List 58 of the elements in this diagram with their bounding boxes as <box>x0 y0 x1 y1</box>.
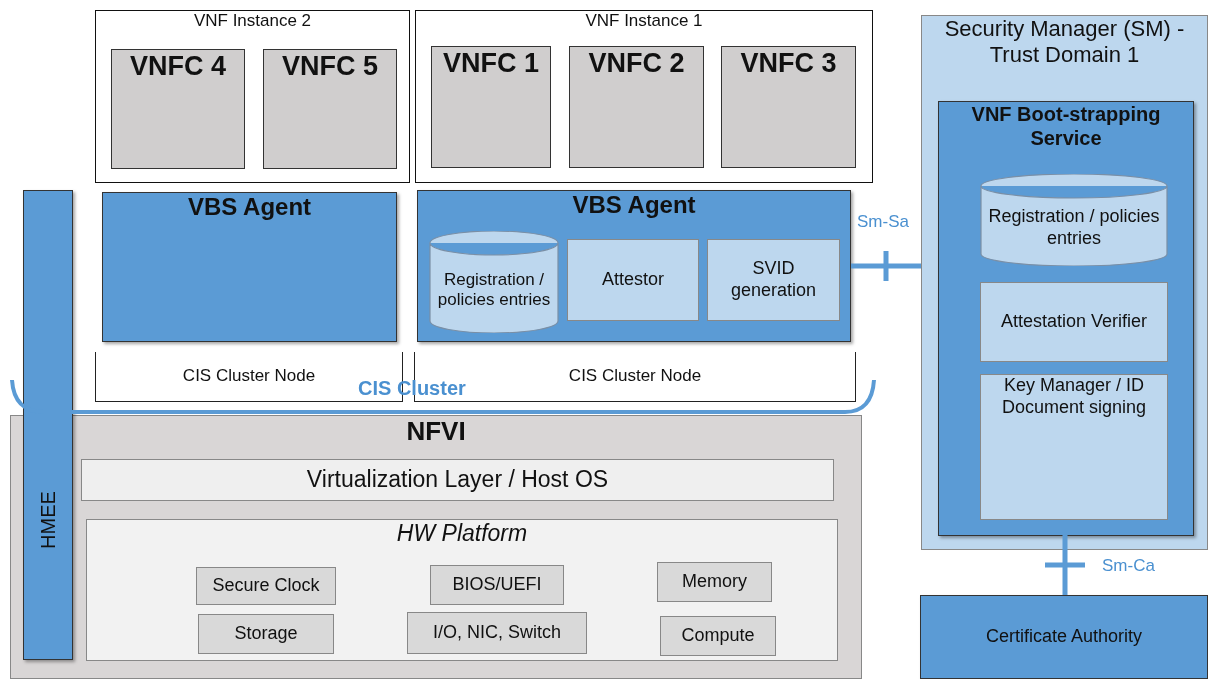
layer-bar <box>81 459 834 501</box>
node-label: Key Manager / ID Document signing <box>1000 375 1148 419</box>
node-label: Registration / policies entries <box>987 206 1161 250</box>
component-box <box>111 49 245 169</box>
component-box <box>721 46 856 168</box>
edge-label: Sm-Ca <box>1102 556 1155 576</box>
component-box <box>196 567 336 605</box>
node-label: Storage <box>234 623 298 645</box>
agent-box <box>417 190 851 342</box>
node-label: Attestation Verifier <box>1000 311 1148 333</box>
node-label: I/O, NIC, Switch <box>433 622 561 644</box>
component-box <box>430 565 564 605</box>
component-box <box>198 614 334 654</box>
node-label: HW Platform <box>396 520 528 548</box>
node-label: Security Manager (SM) - Trust Domain 1 <box>943 16 1186 69</box>
node-label: Virtualization Layer / Host OS <box>306 466 609 494</box>
node-label: BIOS/UEFI <box>452 574 542 596</box>
node-label: Compute <box>681 625 755 647</box>
platform-panel <box>86 519 838 661</box>
node-label: Registration / policies entries <box>436 269 552 311</box>
instance-box <box>415 10 873 183</box>
node-label: VNFC 1 <box>443 47 539 80</box>
infrastructure-panel <box>10 415 862 679</box>
component-box <box>657 562 772 602</box>
vertical-label: HMEE <box>36 491 60 549</box>
process-box <box>567 239 699 321</box>
node-label: VNFC 3 <box>740 47 837 80</box>
instance-box <box>95 10 410 183</box>
node-label: VNF Instance 2 <box>193 11 312 32</box>
process-box <box>980 282 1168 362</box>
node-label: Memory <box>682 571 747 593</box>
environment-bar <box>23 190 73 660</box>
component-box <box>660 616 776 656</box>
service-panel <box>938 101 1194 536</box>
node-label: NFVI <box>406 416 466 448</box>
component-box <box>263 49 397 169</box>
component-box <box>431 46 551 168</box>
component-box <box>407 612 587 654</box>
process-box <box>980 374 1168 520</box>
node-label: VBS Agent <box>572 191 696 220</box>
authority-box <box>920 595 1208 679</box>
process-box <box>707 239 840 321</box>
node-label: CIS Cluster Node <box>568 366 702 387</box>
node-label: VNFC 4 <box>130 50 226 83</box>
node-label: Attestor <box>602 269 664 291</box>
edge-label: Sm-Sa <box>857 212 909 232</box>
node-label: Secure Clock <box>212 575 320 597</box>
node-label: VBS Agent <box>187 193 312 222</box>
node-label: SVID generation <box>729 258 818 302</box>
node-label: VNF Instance 1 <box>585 11 703 32</box>
node-label: Certificate Authority <box>985 626 1143 648</box>
manager-panel <box>921 15 1208 550</box>
agent-box <box>102 192 397 342</box>
node-label: VNF Boot-strapping Service <box>970 102 1162 150</box>
node-label: CIS Cluster Node <box>182 366 316 387</box>
node-label: VNFC 2 <box>588 47 685 80</box>
node-label: VNFC 5 <box>282 50 378 83</box>
component-box <box>569 46 704 168</box>
